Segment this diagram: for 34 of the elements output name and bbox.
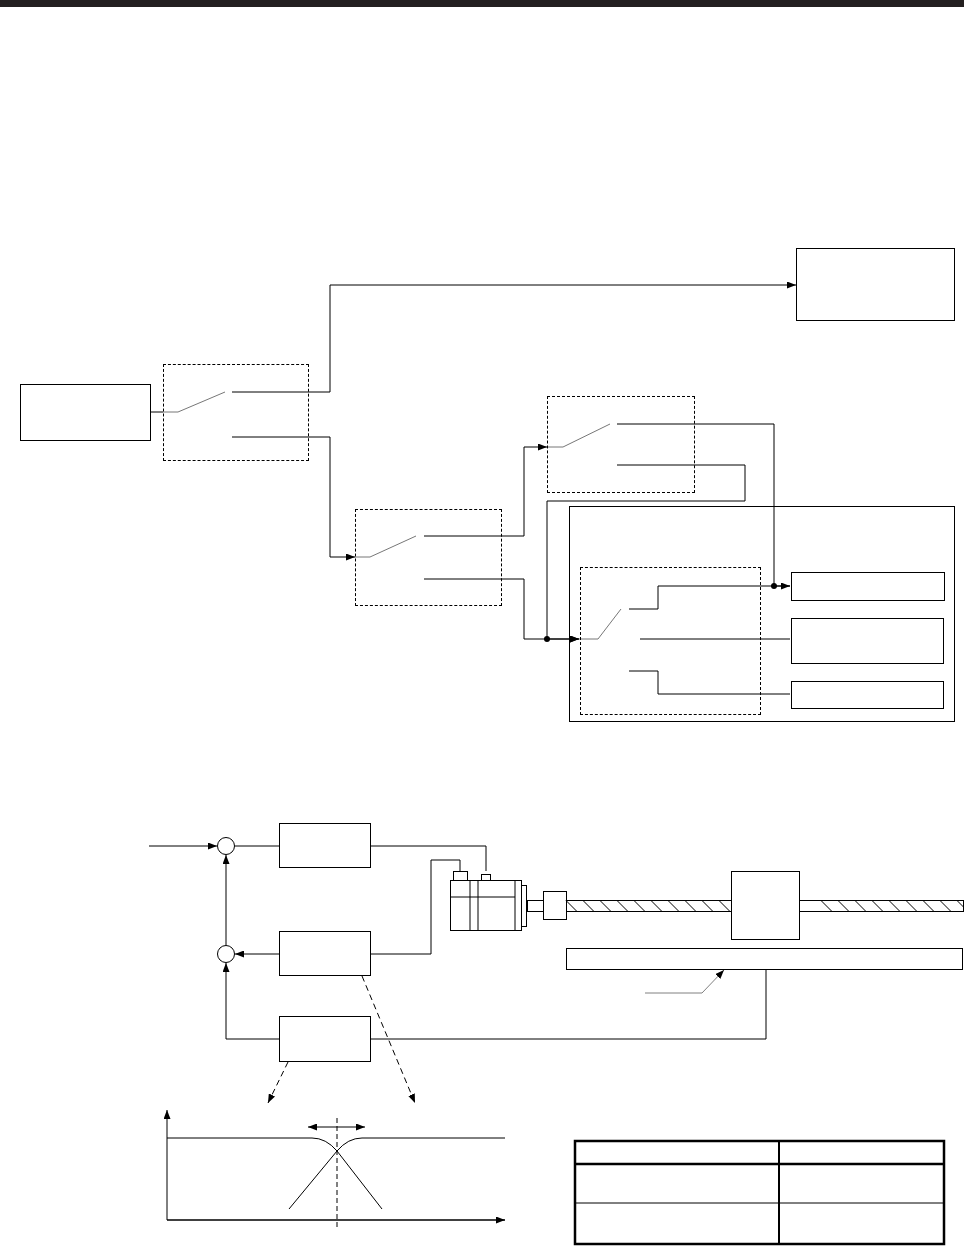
arrow xyxy=(423,443,548,537)
motor-drawing xyxy=(450,871,527,931)
switch-group-box xyxy=(580,567,761,715)
block-box xyxy=(791,618,944,664)
arrow xyxy=(222,854,230,946)
switch-group-box xyxy=(355,509,502,606)
controller-box xyxy=(279,823,371,868)
connector-line xyxy=(639,638,791,640)
block-box xyxy=(791,572,945,601)
controller-box xyxy=(279,931,371,976)
arrow xyxy=(231,436,356,561)
arrow xyxy=(423,578,580,643)
container-box xyxy=(569,506,955,722)
controller-box xyxy=(279,1016,371,1062)
dashed-arrow xyxy=(267,1061,289,1104)
arrow xyxy=(222,962,280,1040)
connector-line xyxy=(628,585,791,610)
block-box xyxy=(791,681,944,709)
connector-line xyxy=(370,969,767,1040)
arrow xyxy=(231,281,797,393)
linear-scale-bar xyxy=(566,948,963,970)
connector-line xyxy=(150,411,164,413)
switch-group-box xyxy=(163,364,309,461)
block-box xyxy=(20,384,151,441)
dashed-arrow xyxy=(361,975,416,1104)
block-box xyxy=(796,248,955,321)
connector-line xyxy=(628,670,791,695)
arrow xyxy=(234,950,280,958)
leader-line xyxy=(644,969,725,994)
connector-line xyxy=(370,845,487,872)
connector-line xyxy=(370,859,461,955)
connector-line xyxy=(234,845,280,847)
switch-group-box xyxy=(547,396,695,493)
arrow xyxy=(148,842,218,850)
